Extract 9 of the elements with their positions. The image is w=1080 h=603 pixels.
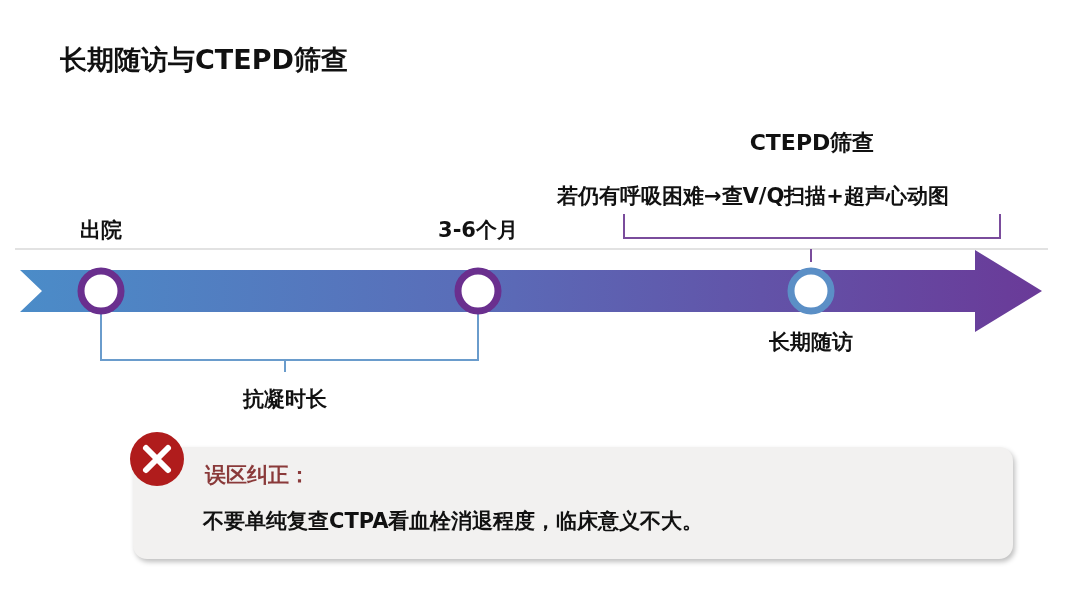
- title: 长期随访与CTEPD筛查: [60, 43, 348, 77]
- milestone-label: 3-6个月: [437, 217, 519, 244]
- bracket-label: CTEPD筛查: [748, 129, 876, 157]
- note-text: 若仍有呼吸困难→查V/Q扫描+超声心动图: [557, 183, 949, 210]
- bracket-label: 抗凝时长: [241, 386, 328, 413]
- callout-text: 不要单纯复查CTPA看血栓消退程度，临床意义不大。: [203, 508, 704, 535]
- milestone-label: 出院: [79, 217, 123, 244]
- milestone-label: 长期随访: [768, 329, 854, 356]
- callout-heading: 误区纠正：: [205, 462, 310, 489]
